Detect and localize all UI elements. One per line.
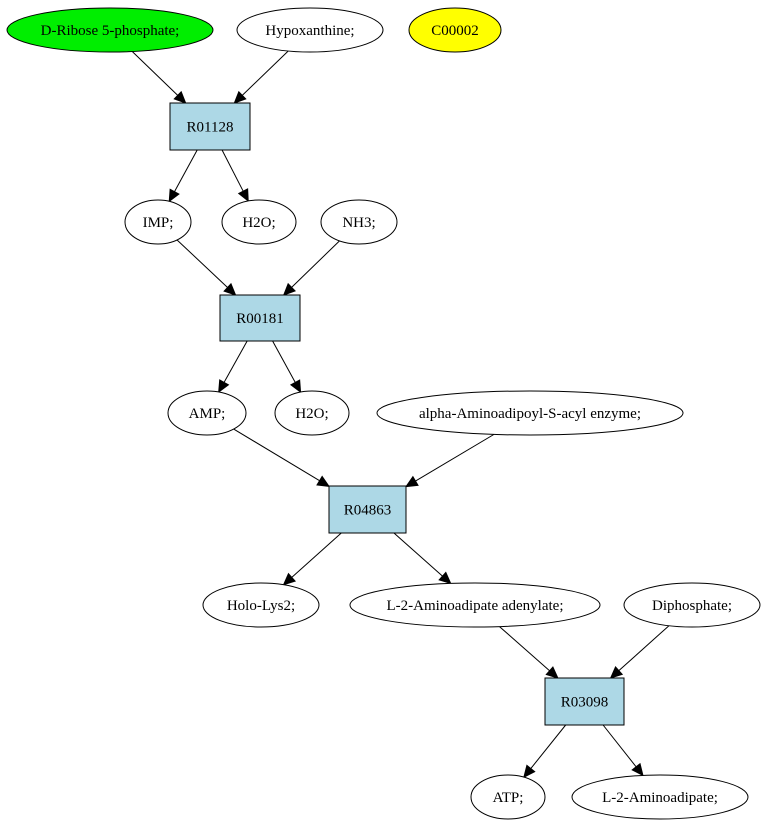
node-label-h2o_1: H2O; bbox=[242, 215, 275, 231]
node-label-ribose5p: D-Ribose 5-phosphate; bbox=[41, 23, 180, 39]
edge-diphosphate-to-r03098 bbox=[618, 625, 670, 672]
node-label-hypoxanthine: Hypoxanthine; bbox=[265, 23, 354, 39]
edge-imp-to-r00181 bbox=[176, 239, 228, 288]
edge-aadenylate-to-r03098 bbox=[499, 626, 550, 672]
node-label-r04863: R04863 bbox=[344, 503, 392, 519]
compound-node-imp[interactable]: IMP; bbox=[124, 199, 192, 245]
arrowhead-r03098-to-atp bbox=[523, 764, 536, 779]
compound-node-nh3[interactable]: NH3; bbox=[320, 199, 398, 245]
node-label-r00181: R00181 bbox=[236, 311, 284, 327]
edge-hypoxanthine-to-r01128 bbox=[241, 50, 289, 96]
node-label-hololys2: Holo-Lys2; bbox=[227, 598, 295, 614]
compound-node-h2o_1[interactable]: H2O; bbox=[221, 199, 297, 245]
arrowhead-r01128-to-imp bbox=[168, 188, 180, 203]
node-label-aminoadipoyl: alpha-Aminoadipoyl-S-acyl enzyme; bbox=[419, 406, 641, 422]
compound-node-diphosphate[interactable]: Diphosphate; bbox=[623, 582, 761, 628]
node-shape-h2o_1 bbox=[221, 199, 297, 245]
node-shape-aminoadipoyl bbox=[376, 390, 684, 436]
reaction-node-r04863[interactable]: R04863 bbox=[328, 485, 407, 534]
edge-r00181-to-h2o_2 bbox=[272, 340, 296, 383]
compound-node-aminoadipate[interactable]: L-2-Aminoadipate; bbox=[571, 774, 749, 820]
node-label-imp: IMP; bbox=[143, 215, 174, 231]
node-label-r01128: R01128 bbox=[187, 120, 234, 136]
compound-node-aadenylate[interactable]: L-2-Aminoadipate adenylate; bbox=[349, 582, 601, 628]
edge-r00181-to-amp bbox=[223, 340, 248, 383]
node-label-r03098: R03098 bbox=[561, 695, 609, 711]
node-label-amp: AMP; bbox=[189, 406, 226, 422]
node-shape-r03098 bbox=[544, 677, 625, 726]
node-label-aminoadipate: L-2-Aminoadipate; bbox=[602, 790, 718, 806]
edge-r01128-to-imp bbox=[174, 149, 198, 192]
arrowhead-imp-to-r00181 bbox=[223, 282, 237, 296]
node-shape-ribose5p bbox=[6, 7, 214, 53]
node-shape-r00181 bbox=[219, 294, 301, 342]
arrowhead-r04863-to-hololys2 bbox=[282, 572, 297, 586]
node-shape-imp bbox=[124, 199, 192, 245]
edges-layer bbox=[131, 50, 670, 779]
compound-node-hypoxanthine[interactable]: Hypoxanthine; bbox=[236, 7, 384, 53]
compound-node-aminoadipoyl[interactable]: alpha-Aminoadipoyl-S-acyl enzyme; bbox=[376, 390, 684, 436]
node-label-h2o_2: H2O; bbox=[295, 406, 328, 422]
node-label-c00002: C00002 bbox=[431, 23, 479, 39]
node-label-aadenylate: L-2-Aminoadipate adenylate; bbox=[386, 598, 563, 614]
compound-node-atp[interactable]: ATP; bbox=[470, 774, 546, 820]
arrowhead-r04863-to-aadenylate bbox=[438, 571, 452, 585]
edge-amp-to-r04863 bbox=[233, 428, 320, 482]
edge-nh3-to-r00181 bbox=[291, 240, 340, 288]
arrowhead-r00181-to-amp bbox=[218, 379, 230, 394]
edge-aminoadipoyl-to-r04863 bbox=[415, 433, 495, 482]
edge-r04863-to-hololys2 bbox=[291, 532, 342, 578]
reaction-node-r03098[interactable]: R03098 bbox=[544, 677, 625, 726]
node-label-nh3: NH3; bbox=[342, 215, 375, 231]
node-shape-r01128 bbox=[169, 102, 251, 151]
node-shape-atp bbox=[470, 774, 546, 820]
node-label-diphosphate: Diphosphate; bbox=[652, 598, 732, 614]
edge-r03098-to-aminoadipate bbox=[602, 724, 637, 768]
arrowhead-hypoxanthine-to-r01128 bbox=[233, 90, 247, 104]
arrowhead-aadenylate-to-r03098 bbox=[545, 666, 559, 679]
edge-r03098-to-atp bbox=[530, 724, 567, 769]
arrowhead-aminoadipoyl-to-r04863 bbox=[404, 475, 419, 488]
compound-node-ribose5p[interactable]: D-Ribose 5-phosphate; bbox=[6, 7, 214, 53]
node-shape-hypoxanthine bbox=[236, 7, 384, 53]
node-shape-c00002 bbox=[408, 7, 502, 53]
reaction-node-r00181[interactable]: R00181 bbox=[219, 294, 301, 342]
reaction-node-r01128[interactable]: R01128 bbox=[169, 102, 251, 151]
arrowhead-ribose5p-to-r01128 bbox=[173, 90, 187, 104]
compound-node-h2o_2[interactable]: H2O; bbox=[274, 390, 350, 436]
node-label-atp: ATP; bbox=[493, 790, 524, 806]
arrowhead-r03098-to-aminoadipate bbox=[631, 762, 644, 777]
edge-ribose5p-to-r01128 bbox=[131, 51, 179, 96]
arrowhead-r01128-to-h2o_1 bbox=[237, 188, 249, 203]
node-shape-diphosphate bbox=[623, 582, 761, 628]
node-shape-aadenylate bbox=[349, 582, 601, 628]
node-shape-hololys2 bbox=[202, 582, 320, 628]
compound-node-c00002[interactable]: C00002 bbox=[408, 7, 502, 53]
compound-node-amp[interactable]: AMP; bbox=[167, 390, 247, 436]
edge-r04863-to-aadenylate bbox=[393, 532, 443, 577]
compound-node-hololys2[interactable]: Holo-Lys2; bbox=[202, 582, 320, 628]
node-shape-nh3 bbox=[320, 199, 398, 245]
nodes-layer: D-Ribose 5-phosphate; Hypoxanthine; C00002… bbox=[6, 7, 761, 820]
arrowhead-r00181-to-h2o_2 bbox=[289, 379, 302, 394]
node-shape-aminoadipate bbox=[571, 774, 749, 820]
node-shape-amp bbox=[167, 390, 247, 436]
arrowhead-nh3-to-r00181 bbox=[282, 282, 296, 296]
node-shape-r04863 bbox=[328, 485, 407, 534]
arrowhead-diphosphate-to-r03098 bbox=[609, 666, 624, 679]
node-shape-h2o_2 bbox=[274, 390, 350, 436]
arrowhead-amp-to-r04863 bbox=[316, 475, 331, 487]
edge-r01128-to-h2o_1 bbox=[221, 149, 244, 192]
